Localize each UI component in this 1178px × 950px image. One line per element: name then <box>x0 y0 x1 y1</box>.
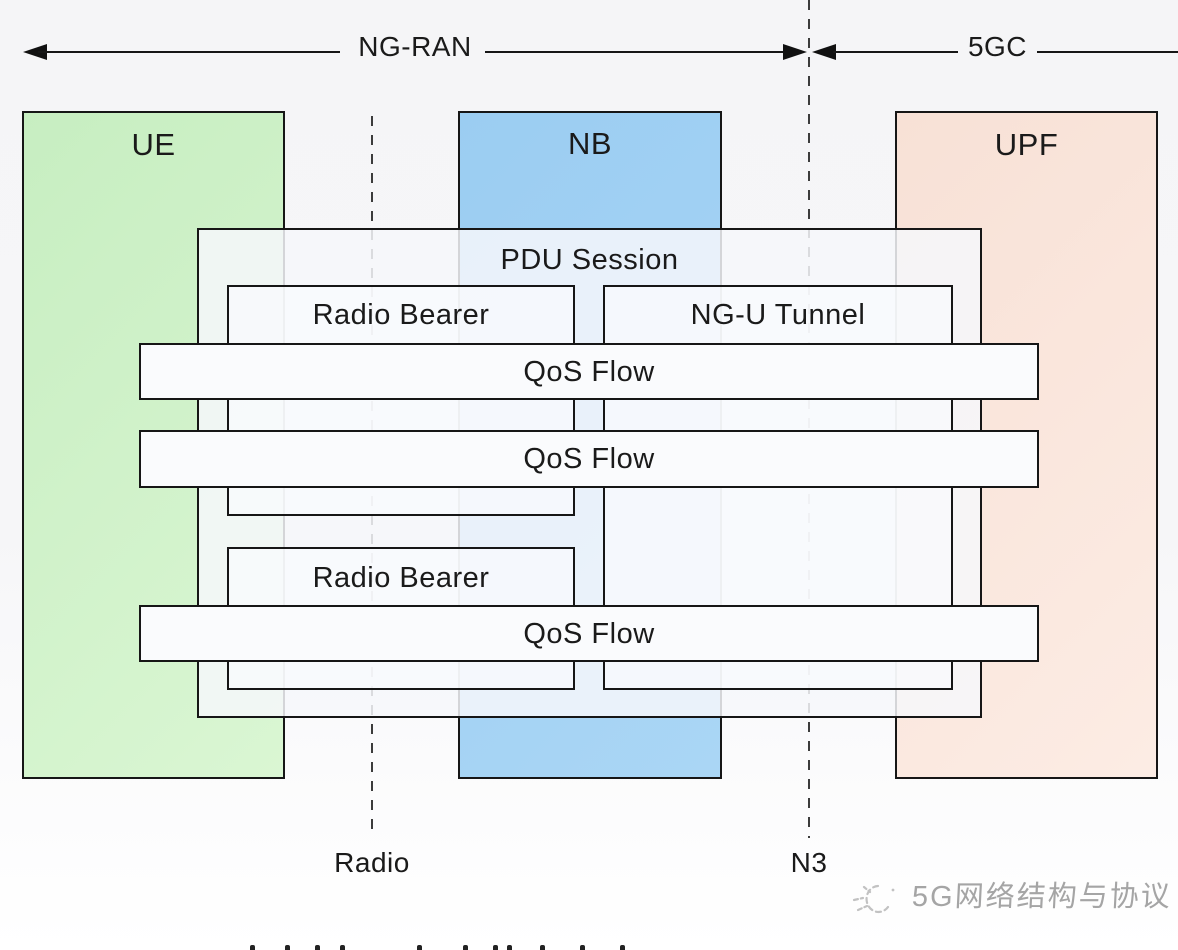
ue-label: UE <box>131 127 176 162</box>
qos-flow-band-1 <box>139 343 1039 400</box>
fgc-axis-line-left <box>833 51 958 53</box>
ngu-tunnel-label: NG-U Tunnel <box>690 299 866 331</box>
ng-ran-axis-line-left <box>38 51 340 53</box>
radio-bearer-2-label: Radio Bearer <box>312 562 490 594</box>
n3-interface-label: N3 <box>790 847 828 878</box>
clipped-caption <box>0 944 1178 950</box>
fgc-axis-line-right <box>1037 51 1178 53</box>
watermark-scribble-icon <box>852 884 895 914</box>
qos-flow-1-label: QoS Flow <box>523 356 655 388</box>
watermark-text: 5G网络结构与协议 <box>911 881 1173 913</box>
ng-ran-region-label: NG-RAN <box>358 31 472 62</box>
upf-label: UPF <box>994 127 1059 162</box>
fgc-left-arrowhead-icon <box>812 44 836 60</box>
radio-bearer-1-label: Radio Bearer <box>312 299 490 331</box>
qos-flow-3-label: QoS Flow <box>523 618 655 650</box>
pdu-session-label: PDU Session <box>500 244 679 276</box>
qos-flow-2-label: QoS Flow <box>523 443 655 475</box>
qos-flow-band-3 <box>139 605 1039 662</box>
fgc-region-label: 5GC <box>967 31 1028 62</box>
radio-interface-label: Radio <box>334 847 410 878</box>
ng-ran-axis-line-right <box>485 51 785 53</box>
nb-label: NB <box>567 126 613 161</box>
ng-ran-left-arrowhead-icon <box>23 44 47 60</box>
ng-ran-right-arrowhead-icon <box>783 44 807 60</box>
watermark: 5G网络结构与协议 <box>848 874 1173 920</box>
qos-flow-band-2 <box>139 430 1039 488</box>
